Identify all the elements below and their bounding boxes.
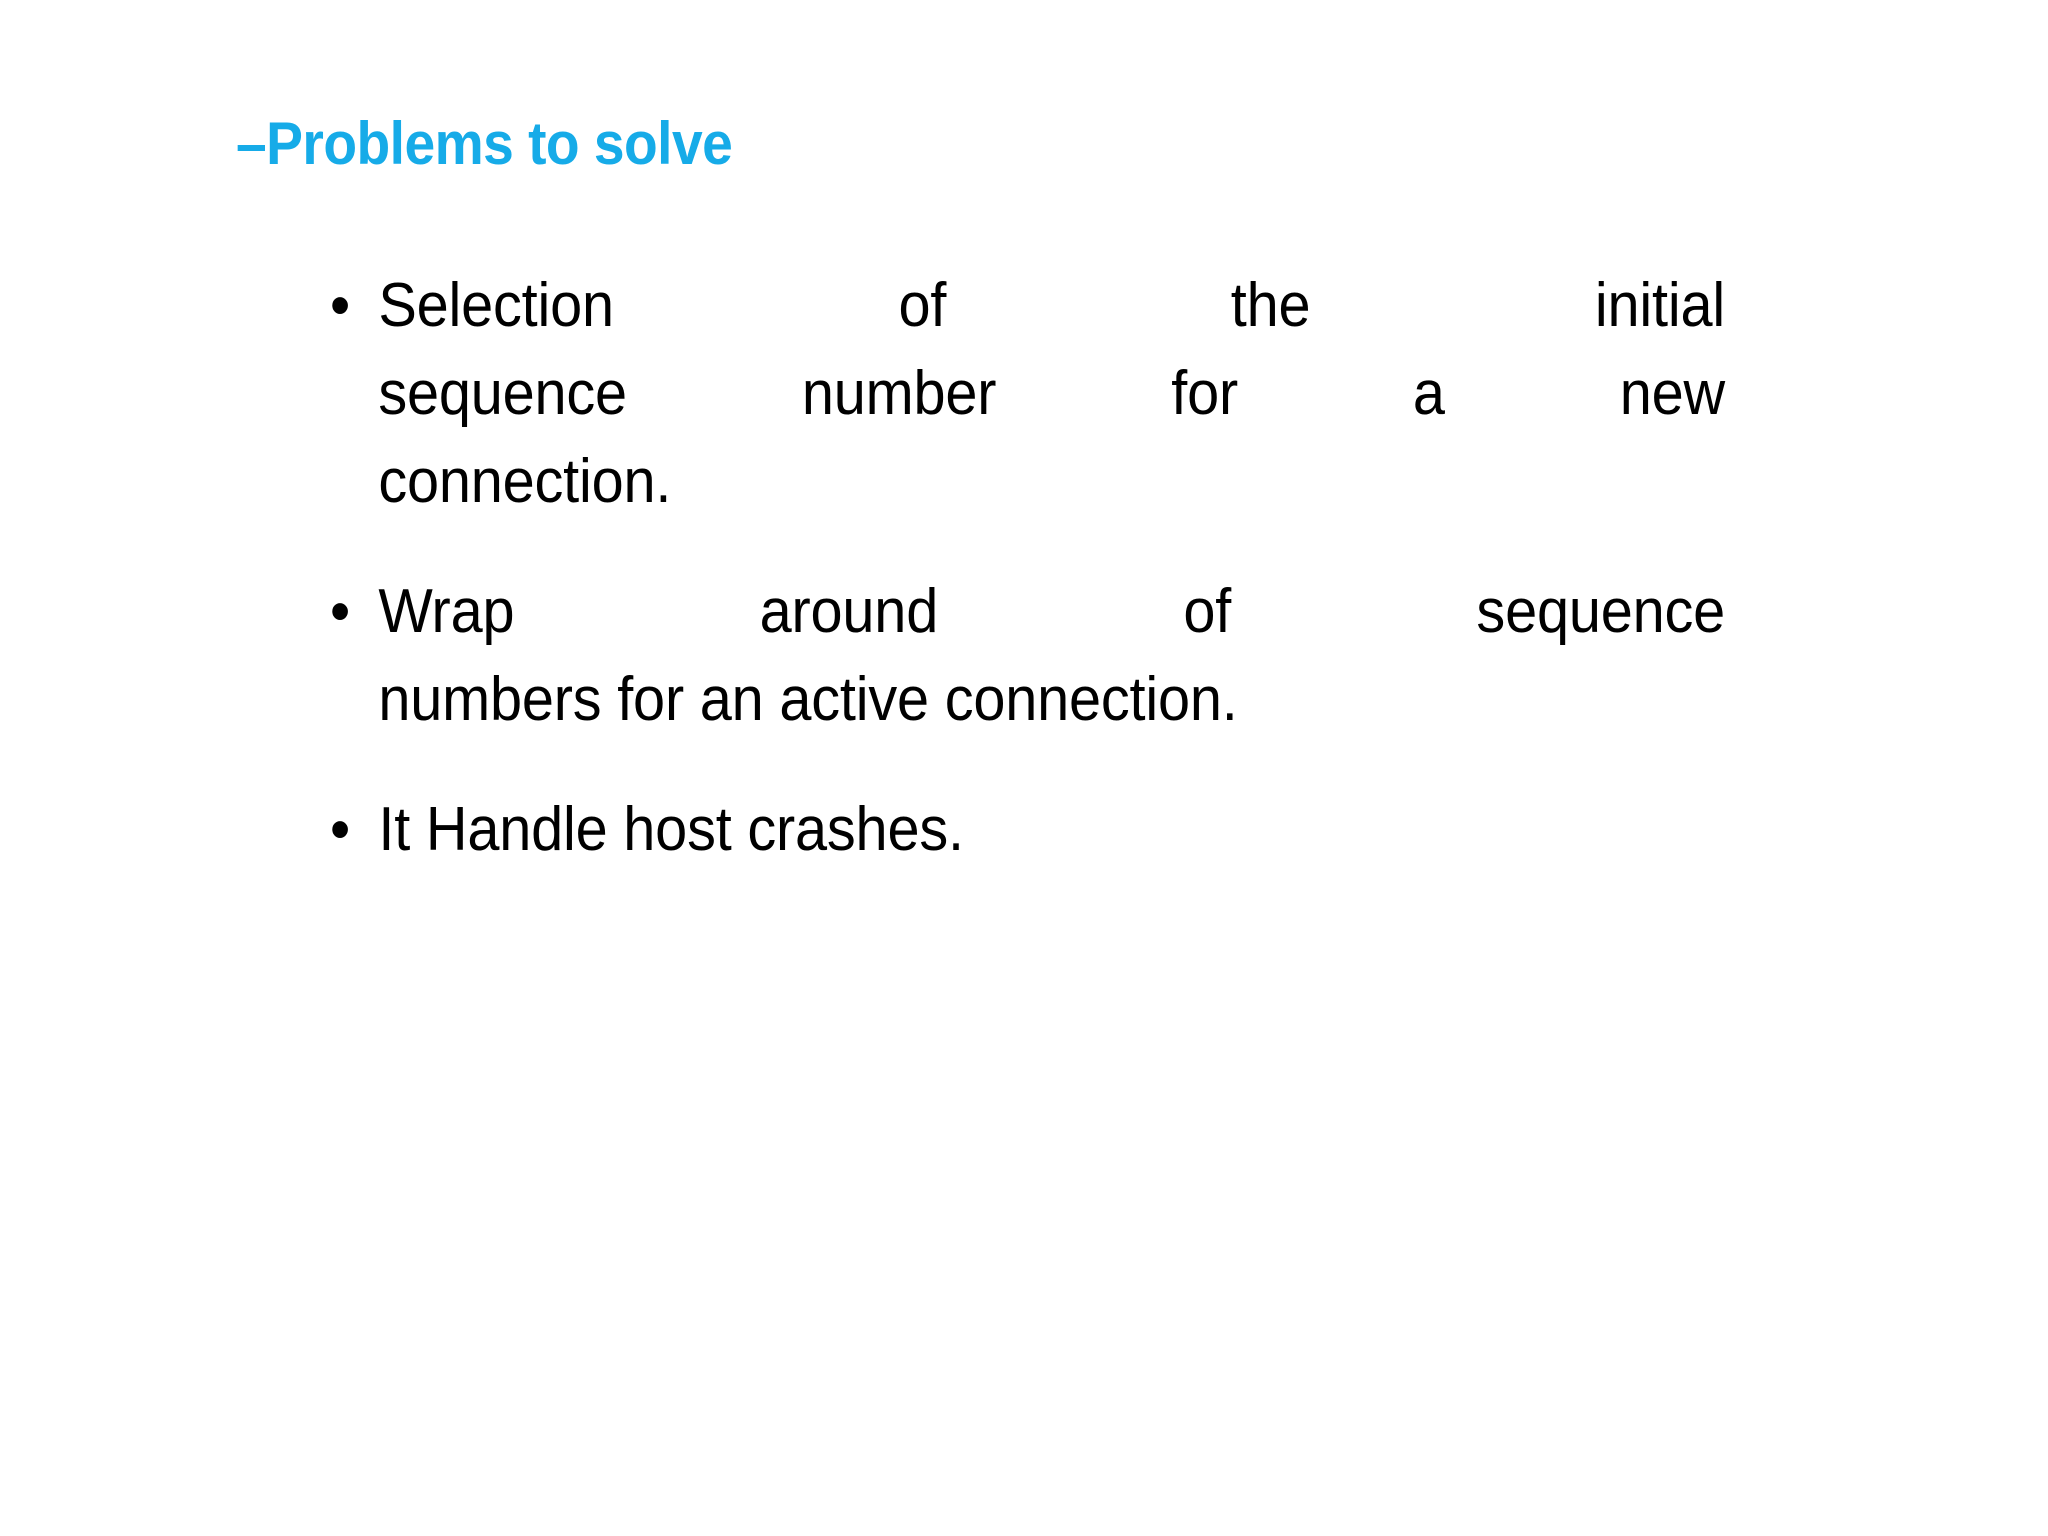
list-item-text: Selection of the initial sequence number…: [378, 262, 1725, 526]
text-line: It Handle host crashes.: [378, 795, 964, 865]
text-line: Wrap around of sequence: [378, 577, 1725, 647]
list-item: • It Handle host crashes.: [330, 786, 1725, 874]
list-item-text: Wrap around of sequence numbers for an a…: [378, 568, 1725, 744]
bullet-list: • Selection of the initial sequence numb…: [330, 262, 1830, 874]
list-item: • Wrap around of sequence numbers for an…: [330, 568, 1725, 744]
text-line: connection.: [378, 447, 672, 517]
bullet-point-icon: •: [330, 577, 351, 647]
list-item: • Selection of the initial sequence numb…: [330, 262, 1725, 526]
list-item-text: It Handle host crashes.: [378, 786, 1725, 874]
slide-heading: –Problems to solve: [236, 110, 733, 177]
bullet-point-icon: •: [330, 795, 351, 865]
bullet-point-icon: •: [330, 271, 351, 340]
text-line: numbers for an active connection.: [378, 665, 1238, 735]
text-line: Selection of the initial: [378, 271, 1725, 340]
text-line: sequence number for a new: [378, 359, 1725, 429]
